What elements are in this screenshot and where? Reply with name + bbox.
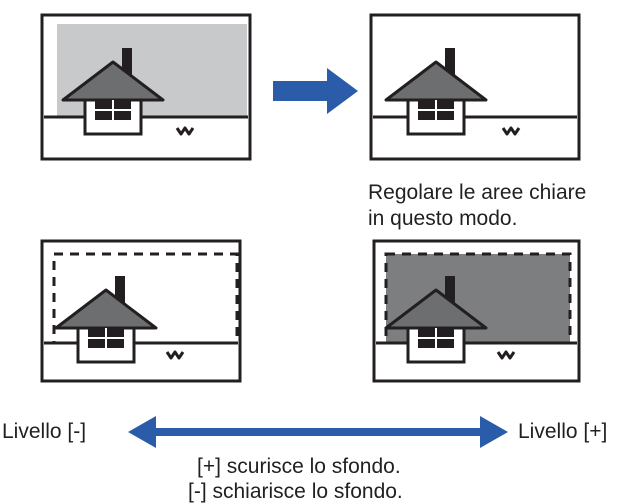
note-darken: [+] scurisce lo sfondo. (197, 455, 401, 478)
original-image-frame (40, 13, 252, 161)
level-minus-label: Livello [-] (2, 420, 87, 443)
caption-line-2: in questo modo. (368, 207, 518, 230)
dark-level-frame (372, 239, 581, 383)
right-arrow-icon (273, 68, 358, 114)
note-lighten: [-] schiarisce lo sfondo. (188, 480, 403, 503)
double-headed-arrow-icon (128, 416, 508, 448)
caption-line-1: Regolare le aree chiare (368, 181, 587, 204)
adjusted-image-frame (369, 13, 581, 161)
light-level-frame (40, 239, 242, 383)
dashed-selection (52, 252, 239, 345)
level-plus-label: Livello [+] (518, 420, 608, 443)
